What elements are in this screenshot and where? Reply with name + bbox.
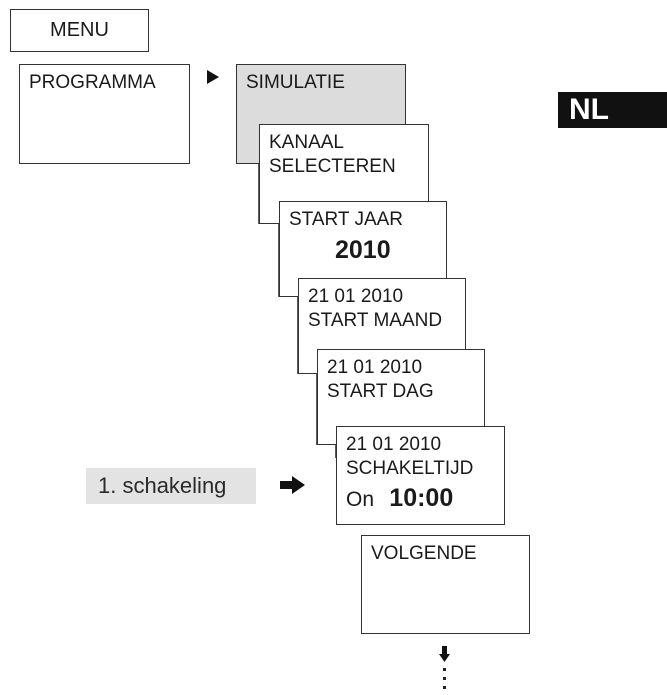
volgende-box: VOLGENDE [361,535,530,634]
programma-box: PROGRAMMA [19,64,190,164]
schakeltijd-box: 21 01 2010 SCHAKELTIJD On 10:00 [336,426,505,525]
language-badge: NL [558,92,667,128]
kanaal-line2: SELECTEREN [269,156,396,177]
kanaal-line1: KANAAL [269,132,344,153]
right-triangle-arrow-icon [207,70,219,84]
schakeltijd-date: 21 01 2010 [346,434,442,455]
simulatie-label: SIMULATIE [246,72,345,93]
down-arrow-icon [439,646,450,662]
schakeltijd-state: On [346,488,375,511]
start-jaar-title: START JAAR [289,209,404,230]
start-maand-date: 21 01 2010 [308,286,404,307]
step-label: 1. schakeling [86,468,256,504]
schakeltijd-title: SCHAKELTIJD [346,458,474,479]
start-dag-title: START DAG [327,381,434,402]
volgende-label: VOLGENDE [371,543,477,564]
schakeltijd-time: 10:00 [389,484,454,512]
continuation-dots-icon [443,668,446,689]
start-dag-date: 21 01 2010 [327,357,423,378]
programma-label: PROGRAMMA [29,72,156,93]
start-maand-title: START MAAND [308,310,443,331]
start-jaar-value: 2010 [335,236,391,264]
menu-title: MENU [50,19,109,41]
menu-box: MENU [10,9,149,52]
bold-right-arrow-icon [280,476,305,494]
